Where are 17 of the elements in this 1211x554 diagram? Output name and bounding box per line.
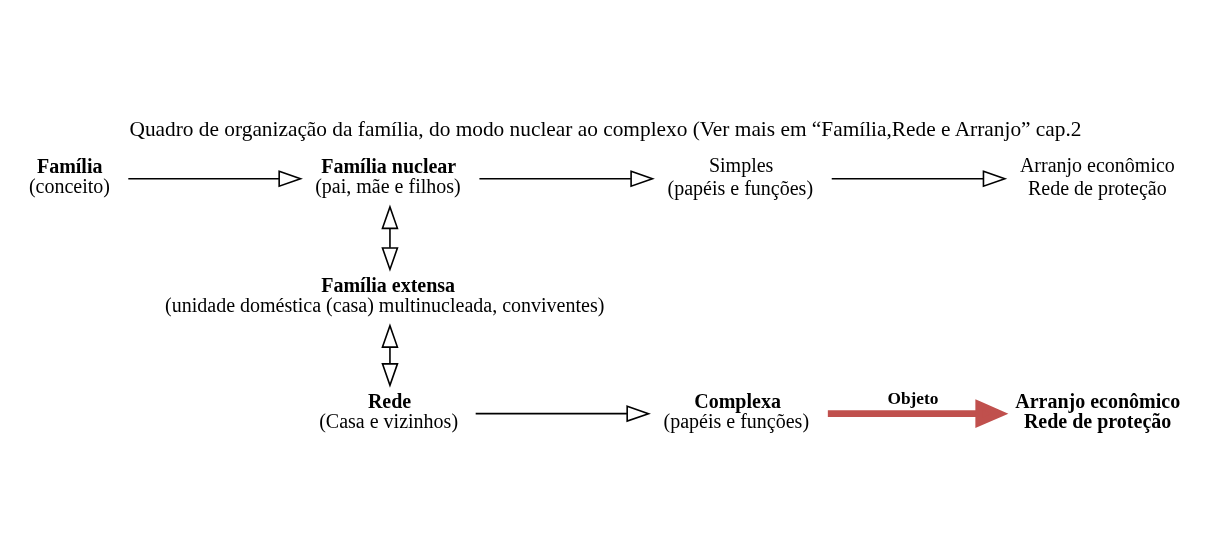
diagram-title: Quadro de organização da família, do modo nuclear ao complexo (Ver mais em “Família,Rede e Arranjo” cap.2	[129, 116, 1082, 141]
node-text: Simples (papéis e funções)	[667, 153, 814, 199]
edge-label: Objeto	[887, 387, 939, 407]
arrow	[381, 204, 399, 272]
arrow	[381, 322, 399, 388]
arrow	[478, 169, 655, 187]
node-text: Arranjo econômico Rede de proteção	[1019, 153, 1175, 199]
node-text: Família (conceito)	[28, 154, 111, 197]
node-text: Rede (Casa e vizinhos)	[319, 389, 459, 432]
arrow	[830, 169, 1008, 187]
arrow	[474, 404, 651, 422]
node-text: Família nuclear (pai, mãe e filhos)	[315, 154, 461, 197]
arrow	[127, 169, 303, 187]
node-text: Complexa (papéis e funções)	[663, 389, 810, 432]
node-text: Arranjo econômico Rede de proteção	[1015, 389, 1181, 432]
arrow	[827, 398, 1009, 428]
node-text: Família extensa (unidade doméstica (casa) multinucleada, conviventes)	[165, 273, 605, 316]
